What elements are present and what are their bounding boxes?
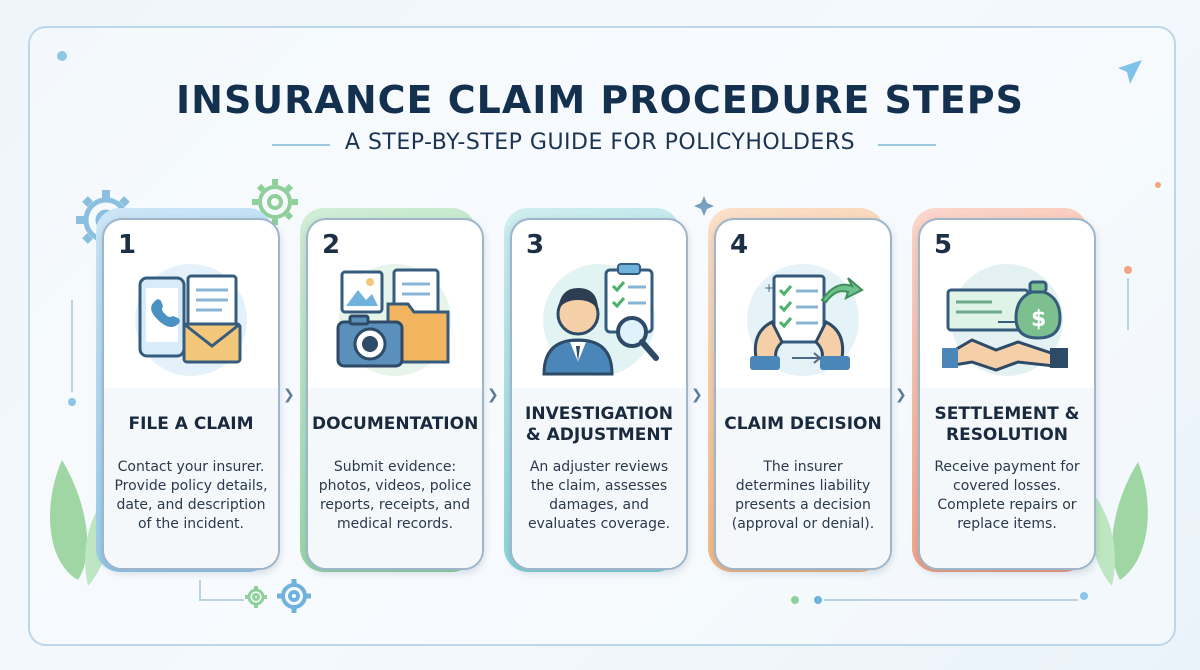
checklist-decision-icon: + — [738, 258, 868, 378]
step-card-5: 5 $ SETTLEMENT & RESOLUTION Receive paym… — [918, 218, 1096, 570]
card-lower-panel — [104, 388, 278, 568]
camera-folder-photo-icon — [330, 258, 460, 378]
dot-icon — [1155, 182, 1161, 188]
gear-icon — [277, 579, 311, 613]
step-title: FILE A CLAIM — [128, 414, 254, 434]
step-title: INVESTIGATION & ADJUSTMENT — [525, 404, 673, 445]
step-description: Contact your insurer. Provide policy det… — [114, 459, 268, 532]
chevron-right-icon: ❯ — [895, 387, 907, 403]
step-number: 5 — [934, 230, 953, 260]
step-description: An adjuster reviews the claim, assesses … — [527, 459, 671, 532]
card-lower-panel — [716, 388, 890, 568]
step-number: 2 — [322, 230, 341, 260]
phone-document-envelope-icon — [126, 258, 256, 378]
subtitle-divider-left — [272, 144, 330, 146]
dot-icon — [1080, 592, 1088, 600]
step-description: The insurer determines liability present… — [731, 459, 875, 532]
check-money-handshake-icon: $ — [942, 258, 1072, 378]
step-number: 4 — [730, 230, 749, 260]
step-card-1: 1 FILE A CLAIM Contact your insurer. Pro… — [102, 218, 280, 570]
chevron-right-icon: ❯ — [283, 387, 295, 403]
step-title: CLAIM DECISION — [724, 414, 882, 434]
chevron-right-icon: ❯ — [691, 387, 703, 403]
subtitle-divider-right — [878, 144, 936, 146]
step-card-3: 3 INVESTIGATION & ADJUSTMENT An adjuster… — [510, 218, 688, 570]
step-title: SETTLEMENT & RESOLUTION — [934, 404, 1080, 445]
dot-icon — [791, 596, 799, 604]
dot-icon — [57, 51, 67, 61]
svg-text:$: $ — [1031, 307, 1046, 332]
gear-icon — [245, 586, 267, 608]
dot-icon — [68, 398, 76, 406]
step-card-2: 2 DOCUMENTATION Submit evidence: photos,… — [306, 218, 484, 570]
step-description: Submit evidence: photos, videos, police … — [318, 459, 472, 532]
circuit-line — [199, 580, 244, 601]
card-lower-panel — [512, 388, 686, 568]
page-subtitle: A STEP-BY-STEP GUIDE FOR POLICYHOLDERS — [344, 130, 856, 155]
step-description: Receive payment for covered losses. Comp… — [934, 459, 1080, 532]
card-lower-panel — [308, 388, 482, 568]
leaf-icon — [50, 460, 88, 580]
svg-text:+: + — [764, 281, 774, 295]
step-number: 1 — [118, 230, 137, 260]
page-title: INSURANCE CLAIM PROCEDURE STEPS — [176, 78, 1024, 122]
sparkle-icon — [694, 196, 714, 216]
step-title: DOCUMENTATION — [312, 414, 479, 434]
card-lower-panel — [920, 388, 1094, 568]
leaf-icon — [1112, 462, 1148, 580]
dot-icon — [814, 596, 822, 604]
chevron-right-icon: ❯ — [487, 387, 499, 403]
paper-plane-icon — [1118, 60, 1142, 84]
adjuster-clipboard-magnifier-icon — [534, 258, 664, 378]
step-number: 3 — [526, 230, 545, 260]
step-card-4: 4 + CLAIM DECISION The insurer determine… — [714, 218, 892, 570]
dot-icon — [1124, 266, 1132, 274]
